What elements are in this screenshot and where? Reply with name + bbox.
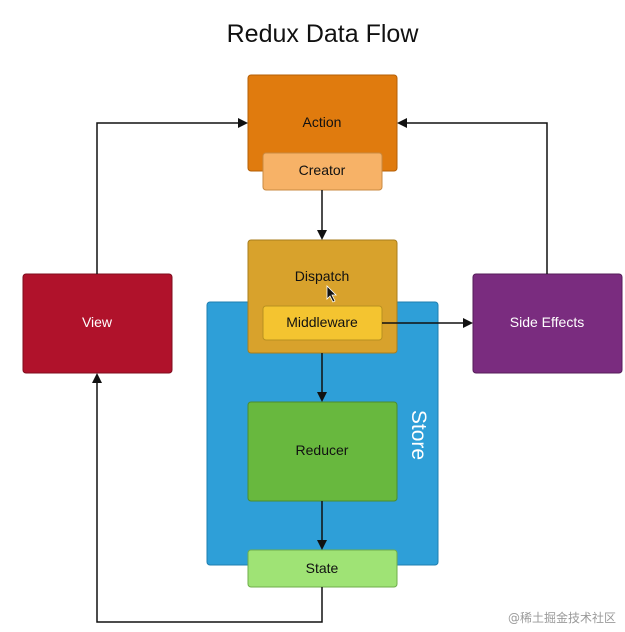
middleware-label: Middleware [286, 314, 358, 330]
mouse-cursor-icon [326, 285, 337, 303]
state-label: State [306, 560, 339, 576]
creator-label: Creator [299, 162, 346, 178]
dispatch-label: Dispatch [295, 268, 349, 284]
arrow-side-effects-to-action [397, 118, 548, 274]
view-label: View [82, 314, 113, 330]
diagram-title: Redux Data Flow [226, 20, 419, 48]
reducer-label: Reducer [296, 442, 349, 458]
action-label: Action [303, 114, 342, 130]
arrow-view-to-action [96, 118, 248, 274]
arrow-state-to-view [92, 373, 323, 623]
watermark: @稀土掘金技术社区 [508, 610, 616, 625]
side-effects-label: Side Effects [510, 314, 584, 330]
store-label: Store [407, 410, 430, 460]
